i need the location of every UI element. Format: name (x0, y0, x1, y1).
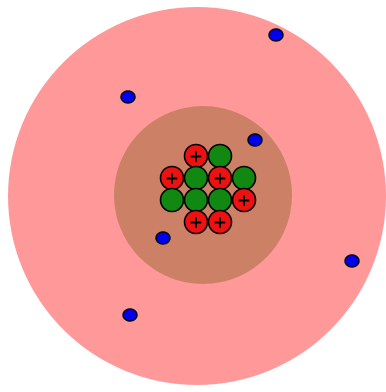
neutron (233, 167, 256, 190)
neutron (161, 189, 184, 212)
proton-charge-label: + (213, 169, 227, 189)
electron (123, 309, 137, 321)
electron (248, 134, 262, 146)
proton: + (209, 167, 232, 190)
neutron-body (161, 189, 184, 212)
electron (121, 91, 135, 103)
proton-charge-label: + (213, 213, 227, 233)
neutron (185, 167, 208, 190)
neutron-body (209, 145, 232, 168)
neutron (209, 189, 232, 212)
neutron-body (209, 189, 232, 212)
electron (156, 232, 170, 244)
proton: + (185, 145, 208, 168)
proton-charge-label: + (189, 147, 203, 167)
neutron-body (185, 189, 208, 212)
proton-charge-label: + (189, 213, 203, 233)
proton: + (233, 189, 256, 212)
electron (345, 255, 359, 267)
neutron-body (185, 167, 208, 190)
proton: + (209, 211, 232, 234)
neutron-body (233, 167, 256, 190)
proton-charge-label: + (237, 191, 251, 211)
proton: + (161, 167, 184, 190)
proton: + (185, 211, 208, 234)
electron (269, 29, 283, 41)
neutron (209, 145, 232, 168)
proton-charge-label: + (165, 169, 179, 189)
neutron (185, 189, 208, 212)
